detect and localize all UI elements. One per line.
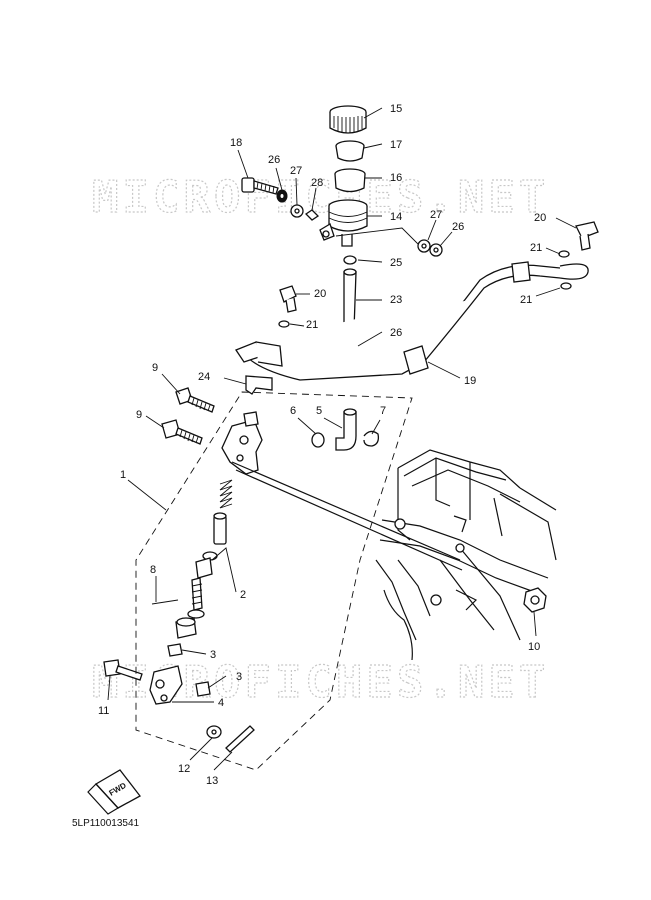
washer-21-upper-right (558, 250, 570, 258)
o-ring-6 (311, 432, 325, 448)
callout-26-left: 26 (268, 154, 280, 166)
bolt-9-lower (161, 419, 203, 445)
hose-joint-5 (335, 408, 357, 451)
washer-26-right (429, 243, 443, 257)
callout-28: 28 (311, 177, 323, 189)
callout-10: 10 (528, 641, 540, 653)
assembly-outline (135, 391, 413, 771)
hose-guide-23 (245, 375, 273, 395)
washer-21-lower-right (560, 282, 572, 290)
callout-25: 26 (390, 327, 402, 339)
callouts: 15 17 16 14 18 26 27 28 27 26 25 23 26 2… (98, 103, 546, 787)
cotter-pin-8 (151, 599, 179, 605)
callout-24: 25 (390, 257, 402, 269)
callout-13: 13 (206, 775, 218, 787)
reservoir-diaphragm (334, 168, 366, 193)
callout-21-left: 21 (306, 319, 318, 331)
master-cylinder-body (221, 411, 263, 475)
piston-kit-2 (175, 512, 227, 639)
callout-27-right: 27 (430, 209, 442, 221)
collar-28 (304, 209, 320, 221)
diagram-code: 5LP110013541 (72, 818, 140, 829)
callout-3-upper: 3 (210, 649, 216, 661)
callout-leaders (107, 107, 577, 771)
reservoir-tank (319, 199, 368, 247)
callout-12: 12 (178, 763, 190, 775)
bolt-9-upper (175, 387, 215, 413)
callout-2: 2 (240, 589, 246, 601)
callout-26-right: 26 (452, 221, 464, 233)
callout-4: 4 (218, 697, 224, 709)
fwd-arrow-icon: FWD (87, 769, 141, 815)
washer-12 (206, 725, 222, 739)
callout-16: 16 (390, 172, 402, 184)
callout-1: 1 (120, 469, 126, 481)
callout-27-left: 27 (290, 165, 302, 177)
washer-21-upper-left (278, 320, 290, 328)
frame-bracket (231, 449, 557, 661)
callout-21-upper-right: 21 (530, 242, 542, 254)
brake-hose-19 (235, 261, 589, 381)
callout-14: 14 (390, 211, 402, 223)
circlip-7 (363, 430, 380, 447)
callout-11: 11 (98, 705, 109, 717)
nut-10 (523, 587, 547, 613)
clevis-4 (149, 665, 183, 705)
callout-6: 6 (290, 405, 296, 417)
clip-24 (343, 255, 357, 265)
union-bolt-20-right (575, 221, 599, 251)
nut-3-upper (167, 643, 183, 657)
callout-5: 5 (316, 405, 322, 417)
callout-18: 18 (230, 137, 242, 149)
callout-15: 15 (390, 103, 402, 115)
reservoir-cap (329, 105, 367, 134)
callout-7: 7 (380, 405, 386, 417)
callout-9-upper: 9 (152, 362, 158, 374)
callout-20-right: 20 (534, 212, 546, 224)
callout-3-lower: 3 (236, 671, 242, 683)
watermark-top: MICROFICHES.NET (92, 172, 549, 223)
callout-20-left: 20 (314, 288, 326, 300)
washer-27-left (290, 204, 304, 218)
callout-22: 23 (390, 294, 402, 306)
callout-8: 8 (150, 564, 156, 576)
callout-23: 24 (198, 371, 210, 383)
callout-21-lower-right: 21 (520, 294, 532, 306)
callout-17: 17 (390, 139, 402, 151)
bolt-11 (103, 659, 143, 681)
cotter-pin-13 (225, 725, 255, 753)
spring (219, 479, 233, 509)
nut-3-lower (195, 681, 211, 697)
washer-27-right (417, 239, 431, 253)
washer-26-left (276, 189, 288, 203)
union-bolt-20-left (279, 285, 297, 313)
callout-19: 19 (464, 375, 476, 387)
reservoir-diaphragm-plate (335, 140, 365, 162)
callout-9-lower: 9 (136, 409, 142, 421)
